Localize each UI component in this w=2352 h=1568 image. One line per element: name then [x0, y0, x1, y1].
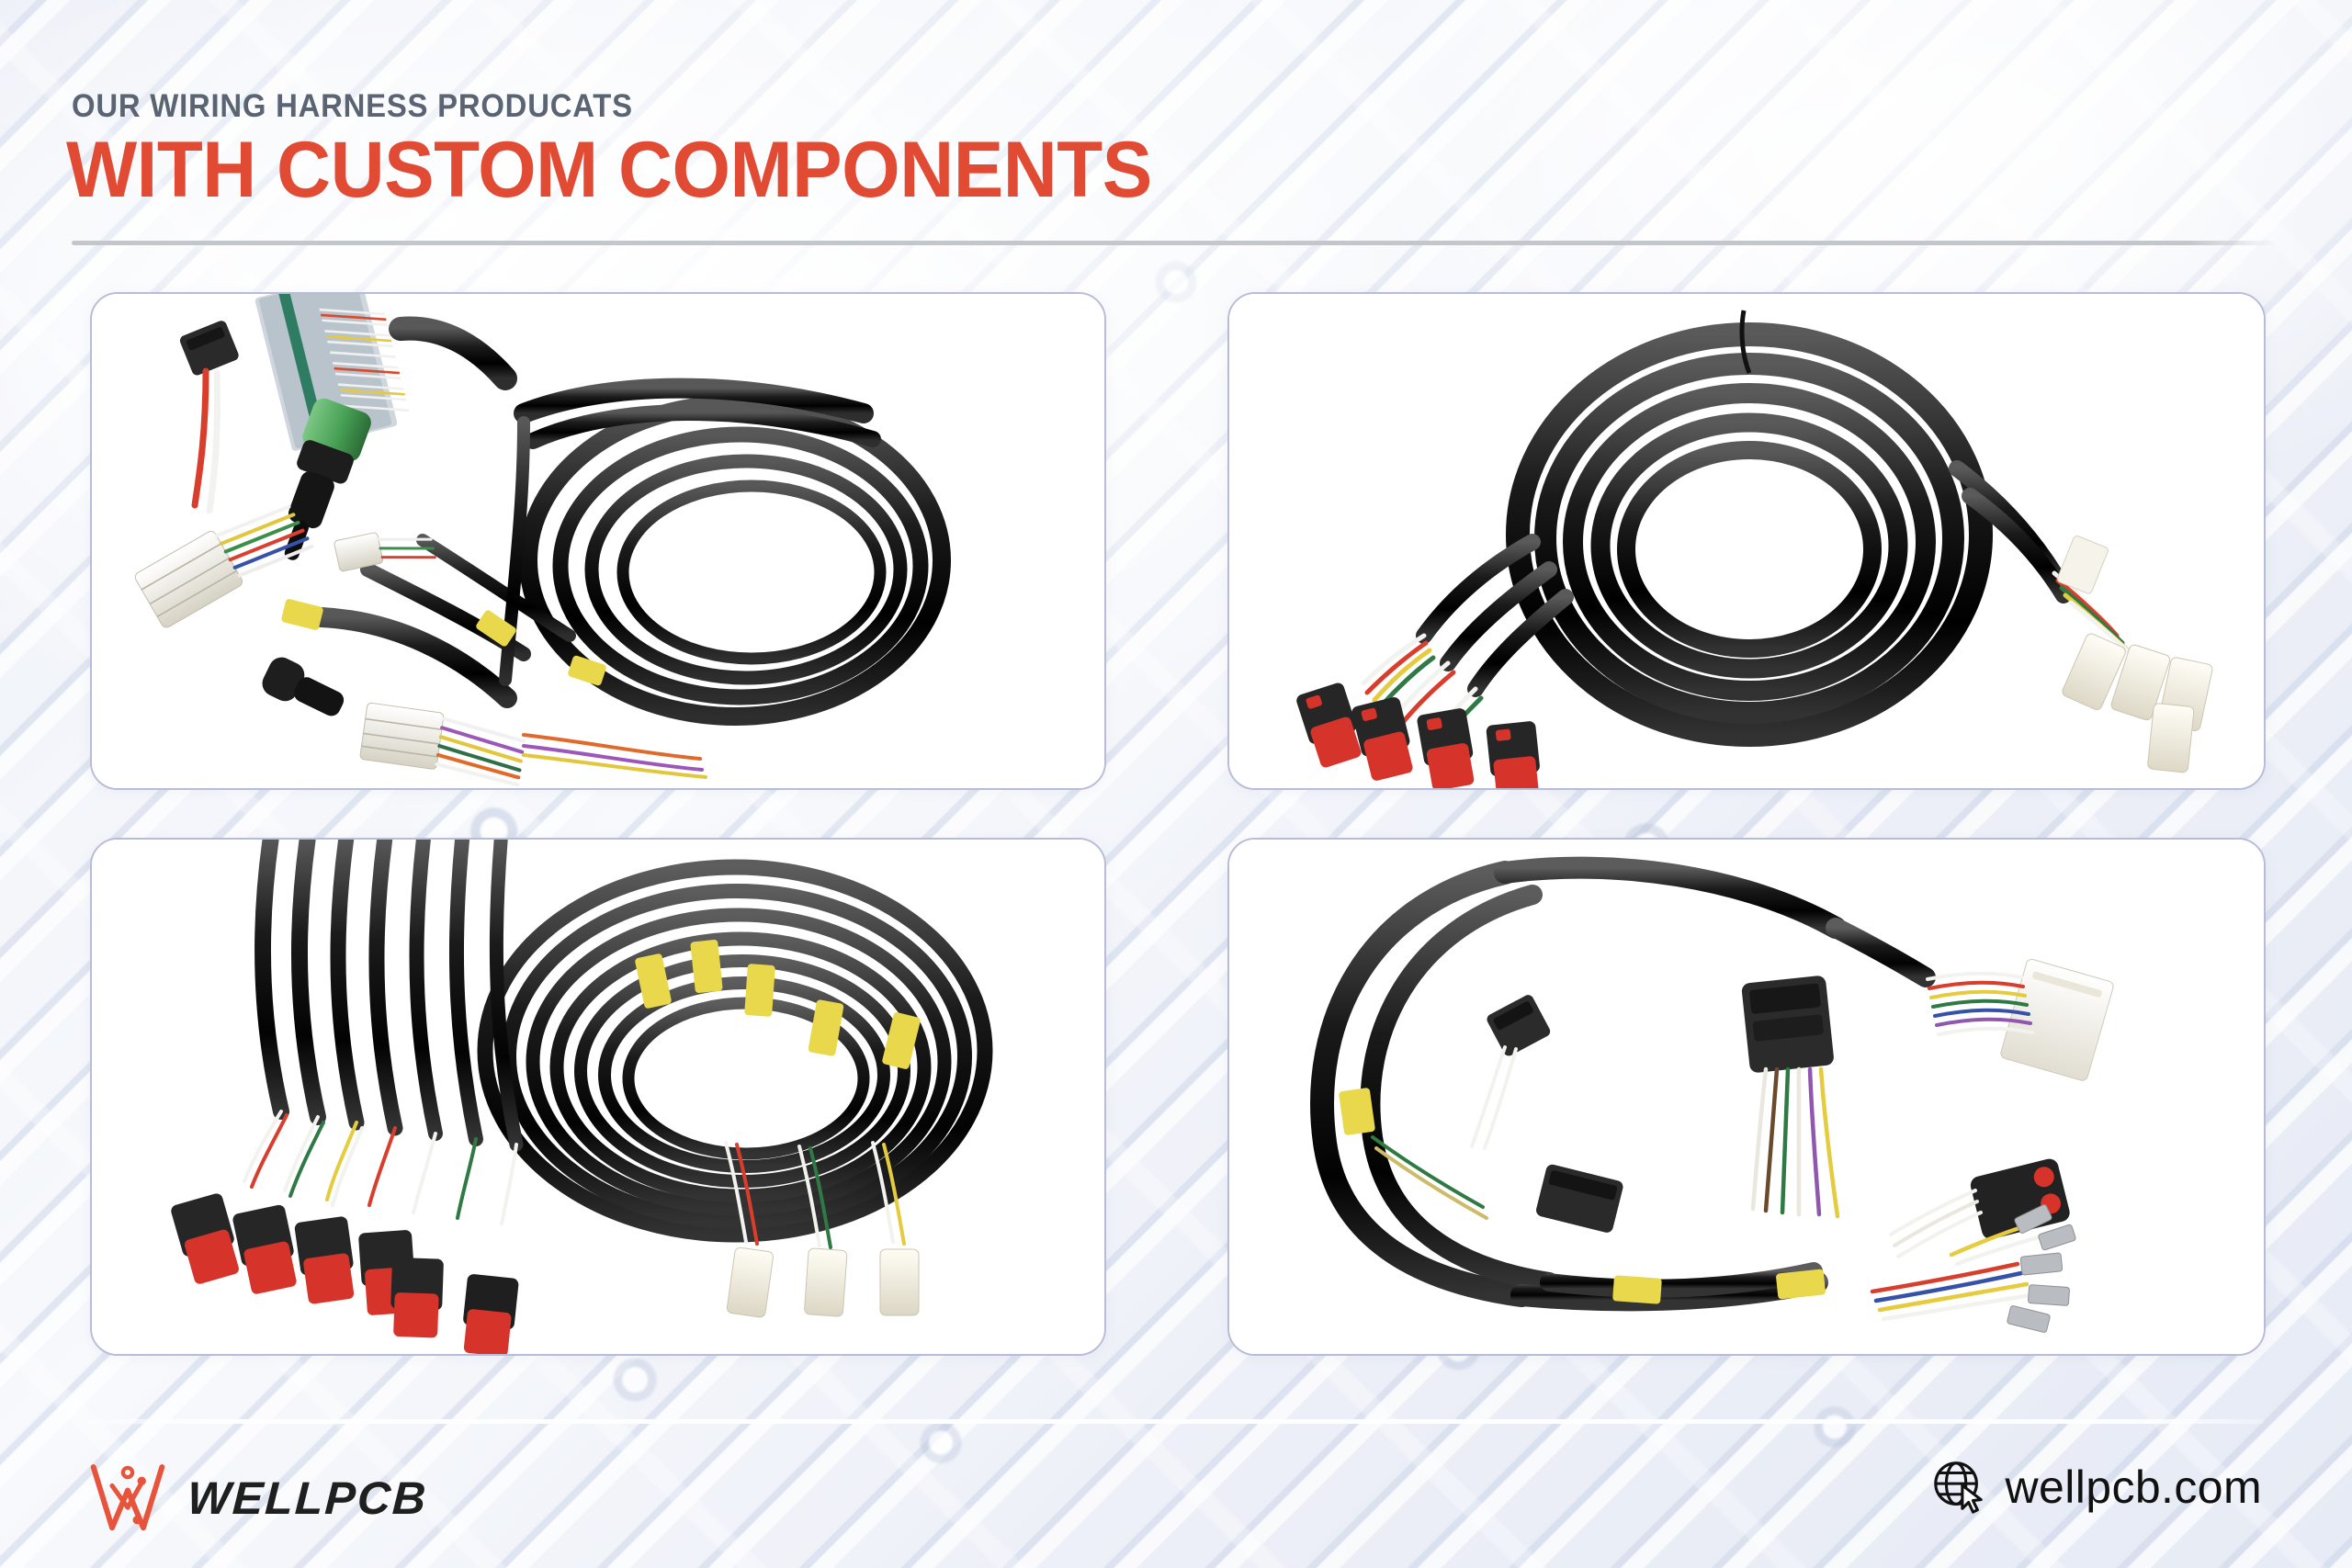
harness-illustration-3: [92, 840, 1104, 1354]
harness-illustration-2: [1229, 294, 2264, 788]
footer-divider: [88, 1419, 2264, 1424]
wiring-harness-photo-4: [1229, 840, 2264, 1354]
website-url-text: wellpcb.com: [2005, 1461, 2262, 1513]
wiring-harness-photo-2: [1229, 294, 2264, 788]
gallery-card-3[interactable]: [90, 838, 1106, 1356]
gallery-card-2[interactable]: [1227, 292, 2266, 790]
harness-illustration-1: [92, 294, 1104, 788]
wiring-harness-photo-1: [92, 294, 1104, 788]
page-title: WITH CUSTOM COMPONENTS: [66, 126, 1152, 214]
gallery-card-1[interactable]: [90, 292, 1106, 790]
kicker-text: OUR WIRING HARNESS PRODUCATS: [72, 88, 633, 124]
wiring-harness-photo-3: [92, 840, 1104, 1354]
brand-logo[interactable]: WELLPCB: [88, 1462, 429, 1534]
gallery-card-4[interactable]: [1227, 838, 2266, 1356]
website-link[interactable]: wellpcb.com: [1930, 1459, 2263, 1516]
harness-illustration-4: [1229, 840, 2264, 1354]
title-divider: [72, 241, 2277, 245]
brand-logo-text: WELLPCB: [186, 1472, 429, 1524]
wellpcb-w-circuit-mark: [90, 1464, 165, 1531]
globe-cursor-icon: [1933, 1461, 1983, 1514]
